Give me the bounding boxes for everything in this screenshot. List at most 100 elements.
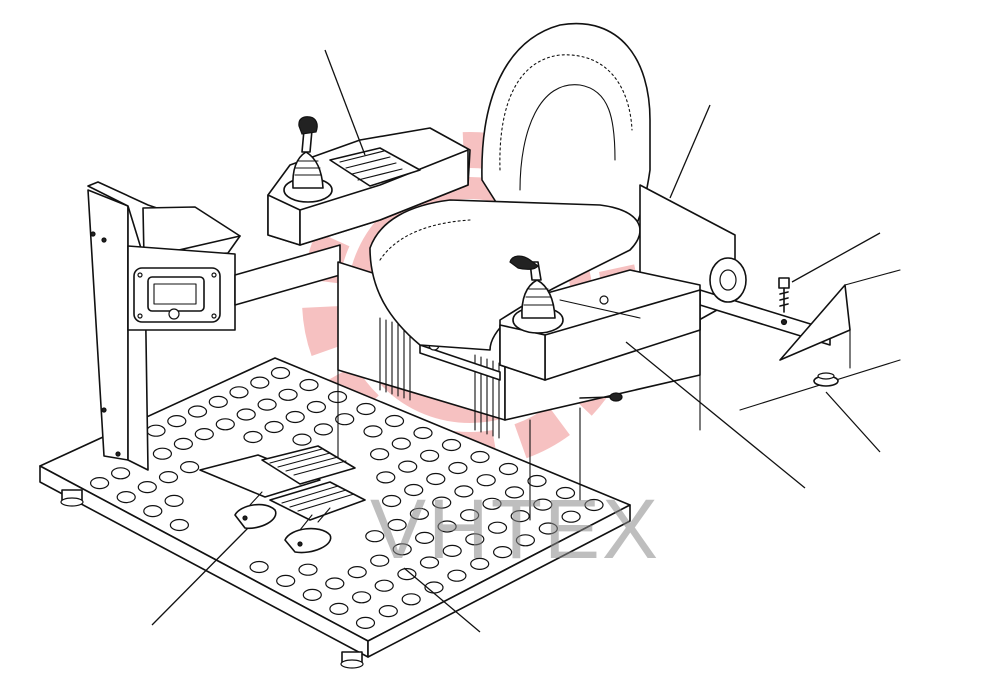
plate-hole — [112, 468, 130, 479]
plate-hole — [438, 521, 456, 532]
watermark-text: VHTEX — [370, 482, 660, 576]
plate-hole — [471, 558, 489, 569]
plate-hole — [272, 368, 290, 379]
plate-hole — [421, 450, 439, 461]
plate-hole — [357, 617, 375, 628]
plate-hole — [348, 567, 366, 578]
plate-hole — [336, 414, 354, 425]
plate-hole — [286, 412, 304, 423]
plate-hole — [443, 440, 461, 451]
plate-hole — [489, 522, 507, 533]
plate-hole — [471, 452, 489, 463]
plate-hole — [375, 580, 393, 591]
plate-hole — [421, 557, 439, 568]
left-console-pillar — [88, 182, 240, 470]
plate-hole — [209, 396, 227, 407]
plate-hole — [330, 603, 348, 614]
plate-hole — [300, 380, 318, 391]
plate-hole — [399, 461, 417, 472]
plate-hole — [392, 438, 410, 449]
plate-hole — [398, 569, 416, 580]
mount-knob — [710, 258, 746, 302]
plate-hole — [117, 492, 135, 503]
plate-hole — [483, 498, 501, 509]
plate-foot-front — [341, 652, 363, 668]
plate-hole — [534, 499, 552, 510]
plate-hole — [237, 409, 255, 420]
plate-hole — [562, 511, 580, 522]
right-control-pod — [500, 256, 700, 380]
plate-hole — [364, 426, 382, 437]
plate-hole — [170, 520, 188, 531]
right-support-leg — [740, 270, 900, 410]
plate-hole — [314, 424, 332, 435]
plate-hole — [138, 482, 156, 493]
plate-hole — [528, 476, 546, 487]
plate-hole — [461, 510, 479, 521]
plate-hole — [303, 589, 321, 600]
plate-foot-left — [61, 490, 83, 506]
plate-hole — [307, 402, 325, 413]
plate-hole — [585, 500, 603, 511]
plate-hole — [366, 531, 384, 542]
plate-hole — [371, 555, 389, 566]
plate-hole — [299, 564, 317, 575]
plate-hole — [506, 487, 524, 498]
plate-hole — [466, 534, 484, 545]
foot-pedals — [200, 446, 365, 553]
left-control-pod — [268, 117, 470, 245]
plate-hole — [251, 377, 269, 388]
plate-hole — [388, 520, 406, 531]
plate-hole — [448, 570, 466, 581]
plate-hole — [144, 506, 162, 517]
plate-hole — [500, 464, 518, 475]
plate-hole — [250, 562, 268, 573]
plate-hole — [195, 429, 213, 440]
vent-slots-left — [380, 318, 499, 438]
plate-hole — [353, 592, 371, 603]
plate-hole — [539, 523, 557, 534]
left-arm-rail — [235, 245, 340, 305]
plate-hole — [230, 387, 248, 398]
plate-hole — [174, 438, 192, 449]
floor-plate-hole-pattern — [91, 368, 603, 629]
plate-hole — [410, 508, 428, 519]
plate-hole — [511, 511, 529, 522]
seat-cushion — [370, 200, 640, 350]
plate-hole — [216, 419, 234, 430]
plate-hole — [449, 463, 467, 474]
plate-hole — [383, 496, 401, 507]
plate-hole — [279, 389, 297, 400]
plate-hole — [258, 399, 276, 410]
plate-hole — [443, 545, 461, 556]
plate-hole — [402, 594, 420, 605]
plate-hole — [477, 475, 495, 486]
mounting-bolt — [779, 278, 789, 325]
plate-hole — [377, 472, 395, 483]
plate-hole — [379, 606, 397, 617]
plate-hole — [168, 416, 186, 427]
plate-hole — [293, 434, 311, 445]
left-joystick — [284, 117, 332, 202]
floor-plate — [40, 358, 630, 668]
plate-hole — [326, 578, 344, 589]
plate-hole — [494, 547, 512, 558]
right-joystick — [510, 256, 563, 333]
plate-hole — [516, 535, 534, 546]
plate-hole — [265, 422, 283, 433]
plate-hole — [153, 448, 171, 459]
plate-hole — [357, 404, 375, 415]
plate-hole — [557, 488, 575, 499]
plate-hole — [416, 532, 434, 543]
callout-leaders — [152, 50, 880, 632]
plate-hole — [181, 462, 199, 473]
plate-hole — [371, 449, 389, 460]
plate-hole — [165, 495, 183, 506]
plate-hole — [244, 432, 262, 443]
plate-hole — [160, 472, 178, 483]
plate-hole — [427, 474, 445, 485]
plate-hole — [386, 416, 404, 427]
plate-hole — [414, 428, 432, 439]
plate-hole — [91, 478, 109, 489]
right-arm-rail — [640, 185, 830, 345]
